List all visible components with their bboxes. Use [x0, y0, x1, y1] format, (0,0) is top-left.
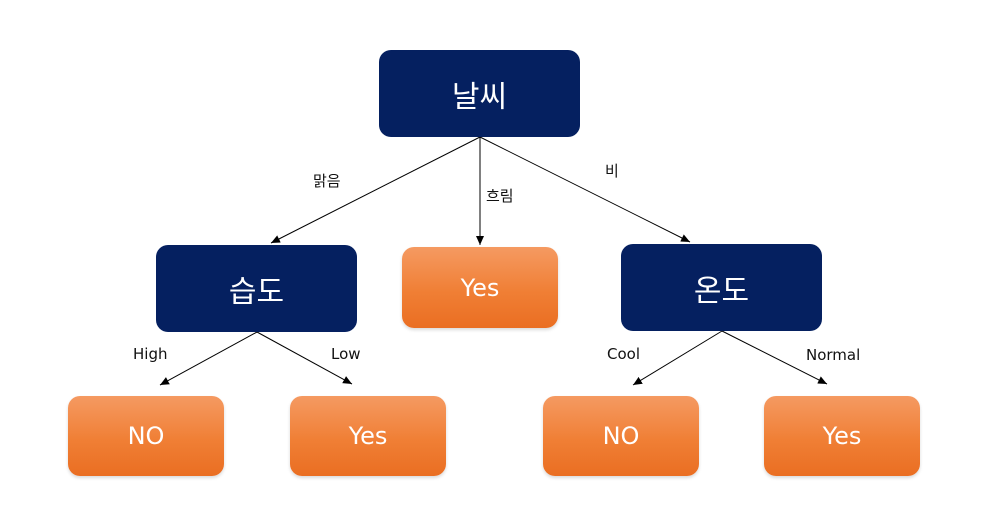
- edge-normal: [721, 330, 828, 385]
- edge-sunny: [270, 136, 481, 244]
- edge-high: [159, 331, 258, 386]
- leaf-normal-yes: Yes: [764, 396, 920, 476]
- node-weather: 날씨: [379, 50, 580, 137]
- edge-label-normal: Normal: [806, 346, 861, 364]
- leaf-high-no: NO: [68, 396, 224, 476]
- leaf-cool-no: NO: [543, 396, 699, 476]
- node-temperature: 온도: [621, 244, 822, 331]
- edge-label-sunny: 맑음: [313, 172, 341, 190]
- edge-label-rain: 비: [605, 162, 619, 180]
- edge-low: [256, 331, 353, 385]
- edge-label-low: Low: [331, 345, 361, 363]
- node-humidity: 습도: [156, 245, 357, 332]
- edge-label-high: High: [133, 345, 168, 363]
- edge-rain: [479, 136, 691, 243]
- edge-label-cloudy: 흐림: [486, 187, 514, 205]
- edge-cool: [632, 330, 723, 386]
- edge-label-cool: Cool: [607, 345, 640, 363]
- leaf-cloudy-yes: Yes: [402, 247, 558, 328]
- leaf-low-yes: Yes: [290, 396, 446, 476]
